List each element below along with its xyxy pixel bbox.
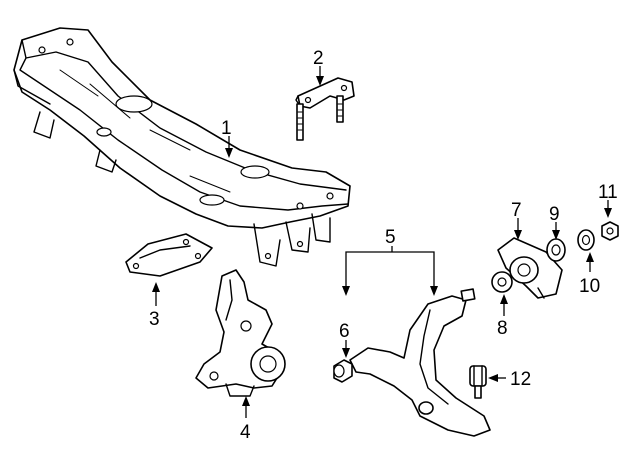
callout-3: 3	[149, 309, 160, 330]
callout-5: 5	[385, 227, 396, 248]
bushing-part-6	[333, 359, 353, 383]
callout-10: 10	[579, 276, 600, 297]
spacer-part-9	[546, 238, 566, 262]
callout-1: 1	[221, 118, 232, 139]
callout-leaders	[152, 66, 612, 418]
crossmember-part-1	[13, 27, 351, 267]
callout-2: 2	[313, 48, 324, 69]
callout-4: 4	[240, 422, 251, 443]
bushing-bracket-part-7	[497, 237, 563, 299]
callout-8: 8	[497, 318, 508, 339]
callout-7: 7	[511, 200, 522, 221]
control-arm-part-5	[349, 288, 491, 437]
washer-part-8	[491, 271, 513, 293]
bracket-part-2	[295, 77, 355, 141]
callout-labels: 1 2 3 4 5 6 7 8 9 10 11 12	[149, 48, 618, 443]
plate-part-3	[125, 233, 213, 277]
callout-12: 12	[510, 369, 531, 390]
washer-part-10	[577, 229, 595, 251]
callout-6: 6	[339, 321, 350, 342]
callout-9: 9	[549, 204, 560, 225]
callout-11: 11	[598, 182, 618, 203]
nut-part-11	[601, 221, 619, 241]
knuckle-part-4	[195, 269, 286, 397]
ball-joint-part-12	[469, 365, 487, 399]
